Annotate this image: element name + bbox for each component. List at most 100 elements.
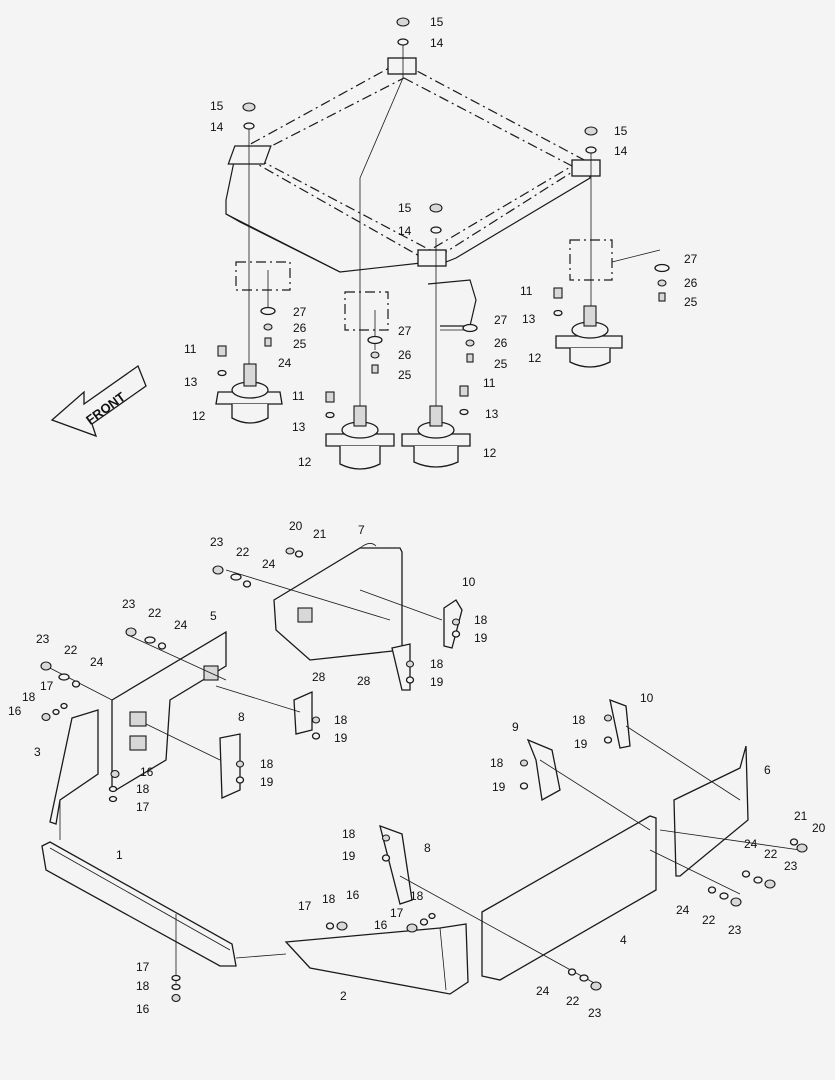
- callout-19: 19: [342, 849, 356, 863]
- callout-9: 9: [512, 720, 519, 734]
- callout-18: 18: [572, 713, 586, 727]
- callout-3: 3: [34, 745, 41, 759]
- callout-24: 24: [744, 837, 758, 851]
- isolator-mount-mid-left: [325, 405, 395, 470]
- leader-lines-lower: [45, 569, 801, 990]
- isolator-mount-mid-right: [401, 405, 471, 468]
- callout-14: 14: [614, 144, 628, 158]
- callout-18: 18: [322, 892, 336, 906]
- callout-17: 17: [136, 960, 150, 974]
- callout-20: 20: [812, 821, 826, 835]
- callout-14: 14: [430, 36, 444, 50]
- callout-24: 24: [174, 618, 188, 632]
- callout-14: 14: [398, 224, 412, 238]
- callout-19: 19: [430, 675, 444, 689]
- callout-12: 12: [192, 409, 206, 423]
- callout-12: 12: [528, 351, 542, 365]
- callout-17: 17: [390, 906, 404, 920]
- callout-15: 15: [210, 99, 224, 113]
- callout-1: 1: [116, 848, 123, 862]
- callout-18: 18: [136, 979, 150, 993]
- callout-27: 27: [398, 324, 412, 338]
- bolts-11-13: [217, 287, 563, 419]
- callout-22: 22: [148, 606, 162, 620]
- callout-18: 18: [430, 657, 444, 671]
- callout-23: 23: [36, 632, 50, 646]
- callout-11: 11: [483, 376, 496, 390]
- callout-25: 25: [494, 357, 508, 371]
- callout-18: 18: [474, 613, 488, 627]
- callout-14: 14: [210, 120, 224, 134]
- callout-19: 19: [574, 737, 588, 751]
- callout-13: 13: [292, 420, 306, 434]
- mount-fasteners: [260, 263, 670, 374]
- panel-1: [41, 841, 237, 967]
- callout-18: 18: [410, 889, 424, 903]
- callout-13: 13: [184, 375, 198, 389]
- callout-28: 28: [312, 670, 326, 684]
- brackets: [219, 599, 631, 905]
- callout-22: 22: [566, 994, 580, 1008]
- callout-7: 7: [358, 523, 365, 537]
- panel-3: [49, 709, 99, 825]
- callout-17: 17: [40, 679, 54, 693]
- panel-4: [481, 815, 657, 981]
- callout-4: 4: [620, 933, 627, 947]
- callout-16: 16: [346, 888, 360, 902]
- callout-27: 27: [293, 305, 307, 319]
- callout-15: 15: [614, 124, 628, 138]
- callout-18: 18: [260, 757, 274, 771]
- panel-2: [284, 923, 469, 995]
- callout-26: 26: [684, 276, 698, 290]
- callout-25: 25: [398, 368, 412, 382]
- callout-12: 12: [483, 446, 497, 460]
- callout-15: 15: [430, 15, 444, 29]
- callout-8: 8: [424, 841, 431, 855]
- isolator-mount-left: [215, 363, 283, 424]
- callout-16: 16: [140, 765, 154, 779]
- callout-24: 24: [262, 557, 276, 571]
- callout-13: 13: [485, 407, 499, 421]
- callout-22: 22: [236, 545, 250, 559]
- callout-19: 19: [334, 731, 348, 745]
- callout-15: 15: [398, 201, 412, 215]
- callout-26: 26: [398, 348, 412, 362]
- panel-7: [273, 543, 403, 661]
- callout-19: 19: [260, 775, 274, 789]
- cab-frame: [225, 57, 661, 331]
- callout-22: 22: [764, 847, 778, 861]
- isolator-mounts: [215, 305, 623, 470]
- callout-16: 16: [374, 918, 388, 932]
- callout-23: 23: [122, 597, 136, 611]
- callout-labels: 15 14 15 14 15 14 15 14 27 26 25 27 26 2…: [8, 15, 826, 1020]
- callout-16: 16: [136, 1002, 150, 1016]
- callout-18: 18: [342, 827, 356, 841]
- callout-17: 17: [298, 899, 312, 913]
- callout-6: 6: [764, 763, 771, 777]
- callout-22: 22: [702, 913, 716, 927]
- callout-2: 2: [340, 989, 347, 1003]
- isolator-mount-right: [555, 305, 623, 368]
- callout-26: 26: [494, 336, 508, 350]
- callout-23: 23: [784, 859, 798, 873]
- callout-23: 23: [728, 923, 742, 937]
- callout-26: 26: [293, 321, 307, 335]
- callout-24: 24: [536, 984, 550, 998]
- callout-11: 11: [292, 389, 305, 403]
- panel-5: [111, 630, 227, 791]
- callout-17: 17: [136, 800, 150, 814]
- panel-6: [673, 745, 749, 877]
- callout-11: 11: [520, 284, 533, 298]
- callout-27: 27: [494, 313, 508, 327]
- callout-5: 5: [210, 609, 217, 623]
- callout-24: 24: [90, 655, 104, 669]
- callout-20: 20: [289, 519, 303, 533]
- callout-23: 23: [210, 535, 224, 549]
- callout-24: 24: [676, 903, 690, 917]
- callout-21: 21: [313, 527, 327, 541]
- callout-8: 8: [238, 710, 245, 724]
- leader-lines-upper: [248, 42, 592, 410]
- callout-22: 22: [64, 643, 78, 657]
